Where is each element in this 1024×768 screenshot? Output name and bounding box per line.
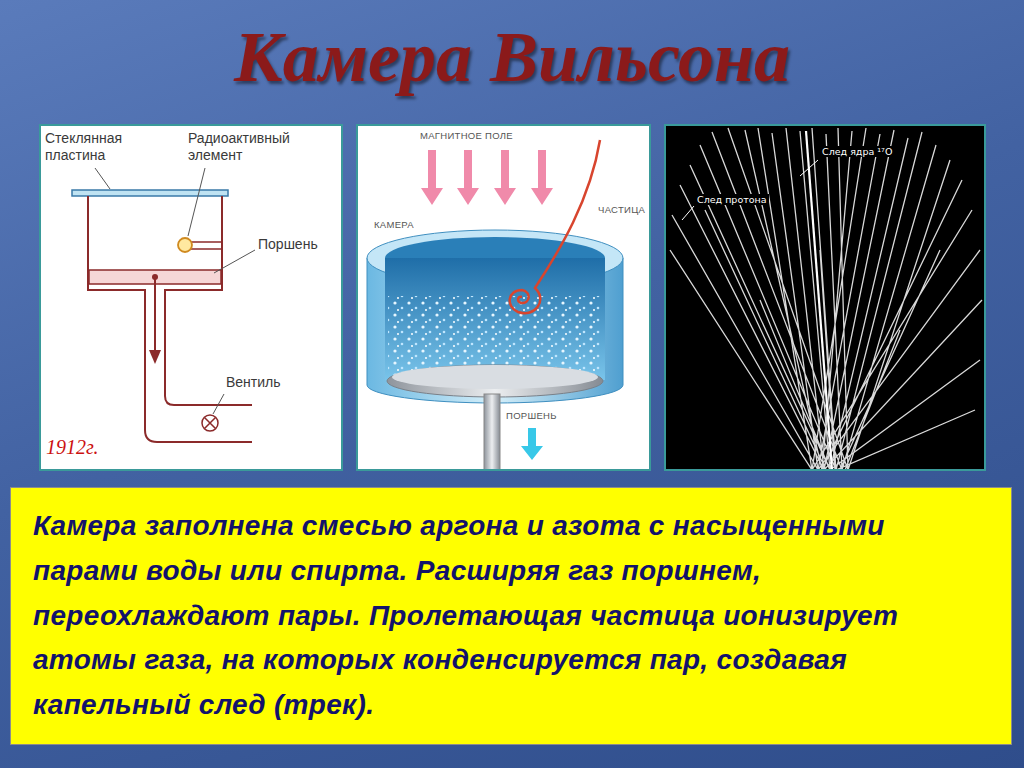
illustration-label: ПОРШЕНЬ: [506, 410, 557, 421]
track-photo: [670, 128, 982, 469]
piston-top: [392, 365, 598, 389]
text-panel: Камера заполнена смесью аргона и азота с…: [10, 487, 1012, 745]
leader-line: [95, 168, 110, 189]
source-holder: [191, 241, 222, 243]
illustration-panel: [357, 125, 650, 470]
nucleus-track: [806, 131, 832, 469]
piston-rod: [484, 394, 500, 469]
glass-plate: [72, 190, 228, 196]
part-label: Поршень: [258, 236, 338, 253]
piston-rod: [154, 277, 156, 352]
illustration-label: ЧАСТИЦА: [598, 204, 645, 215]
particle-track: [510, 140, 600, 313]
chamber-body: [367, 258, 623, 403]
source-holder: [191, 248, 222, 250]
cloud-chamber-illustration: [367, 140, 623, 469]
leader-line: [188, 168, 205, 236]
chamber-schematic: [72, 190, 252, 442]
leader-line: [214, 250, 255, 273]
chamber-wall: [165, 196, 252, 405]
slide-title: Камера Вильсона: [0, 20, 1024, 96]
valve-symbol: [202, 415, 218, 431]
illustration-label: МАГНИТНОЕ ПОЛЕ: [420, 130, 513, 141]
radioactive-source: [178, 238, 192, 252]
rod-arrow: [149, 350, 161, 364]
chamber-interior: [385, 258, 605, 380]
piston-arrow: [521, 428, 543, 460]
part-label: Вентиль: [226, 374, 306, 391]
track-label: След ядра ¹⁷O: [820, 146, 894, 157]
field-arrow: [531, 150, 553, 205]
field-arrow: [421, 150, 443, 205]
particle-tracks: [670, 128, 982, 469]
leader-line: [800, 160, 818, 176]
schematic-panel: [40, 125, 342, 470]
valve-symbol: [205, 418, 216, 429]
chamber-wall: [88, 196, 252, 442]
leader-line: [213, 394, 224, 414]
photo-panel: [665, 125, 985, 470]
year-label: 1912г.: [46, 436, 136, 458]
leader-line: [682, 206, 694, 220]
panel-text: Камера заполнена смесью аргона и азота с…: [33, 504, 989, 728]
piston: [387, 365, 603, 397]
illustration-label: КАМЕРА: [374, 219, 414, 230]
field-arrow: [457, 150, 479, 205]
part-label: Радиоактивный элемент: [188, 130, 328, 163]
track-label: След протона: [695, 194, 769, 205]
part-label: Стеклянная пластина: [45, 130, 157, 163]
field-arrow: [494, 150, 516, 205]
